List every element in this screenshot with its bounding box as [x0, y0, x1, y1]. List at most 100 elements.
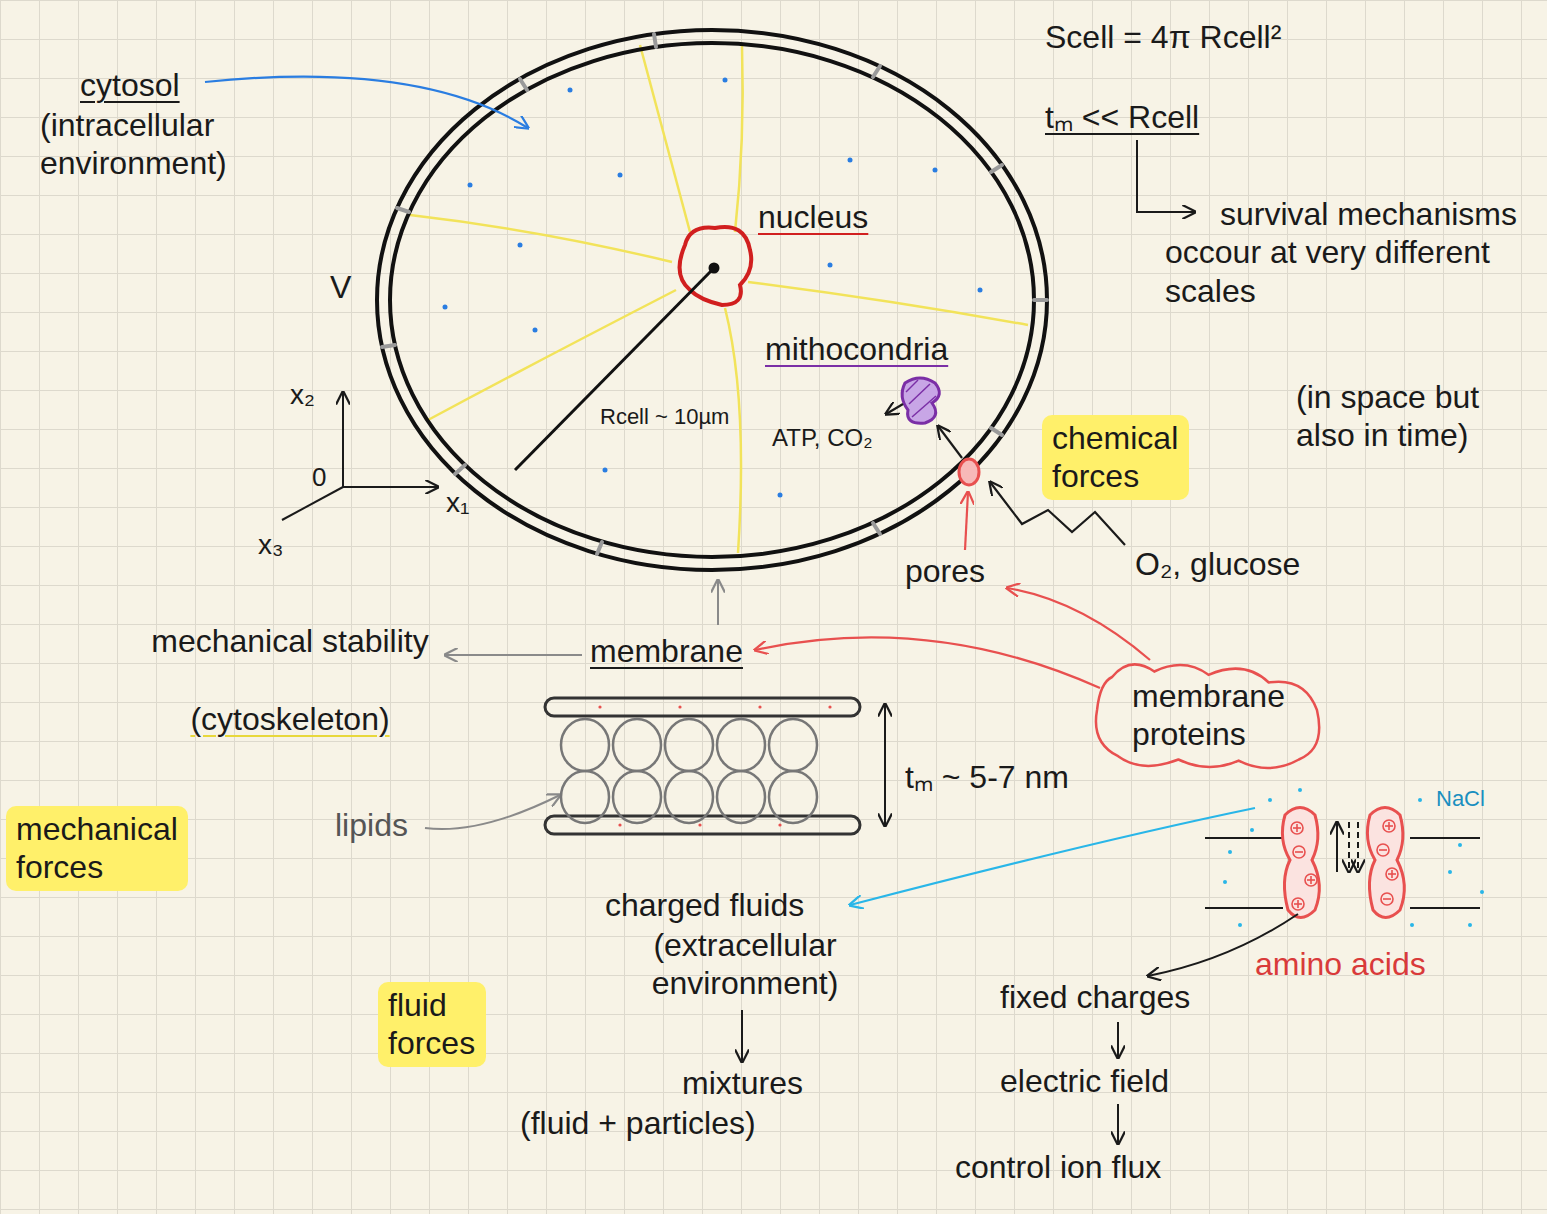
mitochondria-hatch	[906, 380, 918, 392]
annotation-label: (cytoskeleton)	[150, 700, 430, 738]
cloud-outline	[1088, 655, 1329, 776]
channel-membrane-line	[1205, 837, 1283, 839]
membrane-charge-dot	[598, 705, 831, 826]
pore-shape	[959, 459, 979, 485]
fixed-charge-symbol	[1381, 893, 1393, 905]
proteins-to-membrane	[755, 637, 1100, 688]
mitochondria-shape	[902, 378, 939, 423]
salt-ion-dot	[1298, 788, 1302, 792]
fixed-charge-symbol	[1383, 820, 1395, 832]
lipid-molecule	[665, 771, 713, 823]
salt-ion-dot	[1418, 798, 1422, 802]
annotation-label: O₂, glucose	[1135, 545, 1300, 583]
cell-membrane	[390, 43, 1034, 557]
node-text: membrane proteins	[1132, 677, 1285, 754]
fixed-charge-symbol	[1292, 898, 1304, 910]
annotation-label: Rcell ~ 10µm	[600, 404, 729, 430]
pore-to-mitochondria	[938, 426, 962, 458]
annotation-label: (intracellular environment)	[40, 106, 370, 183]
annotation-label: (fluid + particles)	[520, 1104, 756, 1142]
annotation-label: mechanical stability	[150, 622, 430, 660]
channel-membrane-line	[1205, 838, 1480, 908]
salt-ion-dot	[1458, 843, 1462, 847]
annotation-label: ATP, CO₂	[772, 424, 872, 453]
cytoskeleton-fiber	[410, 215, 672, 262]
lipid-molecule	[717, 771, 765, 823]
force-highlight: mechanical forces	[6, 806, 188, 891]
membrane-channel	[382, 345, 395, 347]
fixed-charge-symbol	[1296, 824, 1298, 832]
radius-line	[515, 268, 714, 470]
coordinate-axes	[343, 486, 438, 488]
cytosol-particle	[723, 78, 728, 83]
membrane-charge-dot	[828, 705, 831, 708]
fixed-charge-symbol	[1377, 844, 1389, 856]
cytosol-particle	[568, 88, 573, 93]
lipid-molecule	[665, 719, 713, 771]
ion-flux-arrow	[1337, 822, 1358, 872]
scale-arrow	[1137, 140, 1195, 212]
membrane-channel	[1034, 298, 1047, 302]
annotation-label: x₃	[258, 528, 283, 562]
cytosol-particle	[518, 243, 523, 248]
fixed-charge-symbol	[1291, 822, 1303, 834]
annotation-label: pores	[905, 552, 985, 590]
cytoskeleton-fiber	[725, 308, 741, 553]
salt-ion-dot	[1480, 890, 1484, 894]
fixed-charge-symbol	[1388, 822, 1390, 830]
salt-ion-dot	[1468, 923, 1472, 927]
lipid-molecule	[769, 719, 817, 771]
chain-arrow	[741, 1010, 743, 1062]
cytosol-particle	[533, 328, 538, 333]
ion-flux-arrow	[1336, 822, 1338, 872]
cytosol-particle	[443, 305, 448, 310]
salt-ion-dot	[1410, 923, 1414, 927]
membrane-channel	[382, 34, 1047, 554]
membrane-channel	[455, 465, 465, 474]
cytoskeleton-fiber	[428, 290, 676, 420]
cytosol-leader	[205, 77, 528, 128]
fixed-charge-symbol	[1293, 846, 1305, 858]
fixed-charge-symbol	[1383, 898, 1391, 900]
fixed-charge-symbol	[1386, 868, 1398, 880]
membrane-channel	[397, 208, 409, 212]
cytosol-particle	[468, 183, 473, 188]
chain-arrow	[1117, 1022, 1119, 1058]
channel-membrane-line	[1410, 837, 1480, 839]
force-highlight: chemical forces	[1042, 415, 1189, 500]
cytosol-particle	[978, 288, 983, 293]
node-text: chemical forces	[1052, 419, 1178, 496]
channel-protein	[1367, 808, 1404, 918]
stability-leader	[445, 654, 582, 656]
cytosol-particle	[848, 158, 853, 163]
annotation-label: mithocondria	[765, 330, 948, 368]
ion-flux-arrow	[1348, 822, 1350, 872]
lipid-bilayer	[545, 698, 860, 716]
lipid-molecule	[613, 771, 661, 823]
annotation-label: NaCl	[1436, 786, 1485, 812]
annotation-label: charged fluids	[605, 886, 804, 924]
annotation-label: fixed charges	[1000, 978, 1190, 1016]
annotation-label: electric field	[1000, 1062, 1169, 1100]
annotation-label: lipids	[335, 806, 408, 844]
salt-ion-dot	[1250, 828, 1254, 832]
annotation-label: (in space but also in time)	[1296, 378, 1536, 455]
membrane-channel	[873, 523, 880, 534]
lipid-molecule	[561, 771, 609, 823]
node-text: fluid forces	[388, 986, 475, 1063]
membrane-charge-dot	[598, 705, 601, 708]
fixed-charge-symbol	[1295, 851, 1303, 853]
cytosol-particle	[828, 263, 833, 268]
cytosol-particle	[618, 173, 623, 178]
channel-protein	[1282, 808, 1319, 918]
thickness-arrow	[884, 704, 886, 826]
fluids-leader	[850, 808, 1255, 905]
membrane-charge-dot	[618, 823, 621, 826]
nucleus-center	[709, 263, 720, 274]
lipid-molecule	[613, 719, 661, 771]
salt-ion-dot	[1448, 870, 1452, 874]
force-highlight: fluid forces	[378, 982, 486, 1067]
lipid-bilayer	[545, 698, 860, 834]
node-text: mechanical forces	[16, 810, 178, 887]
